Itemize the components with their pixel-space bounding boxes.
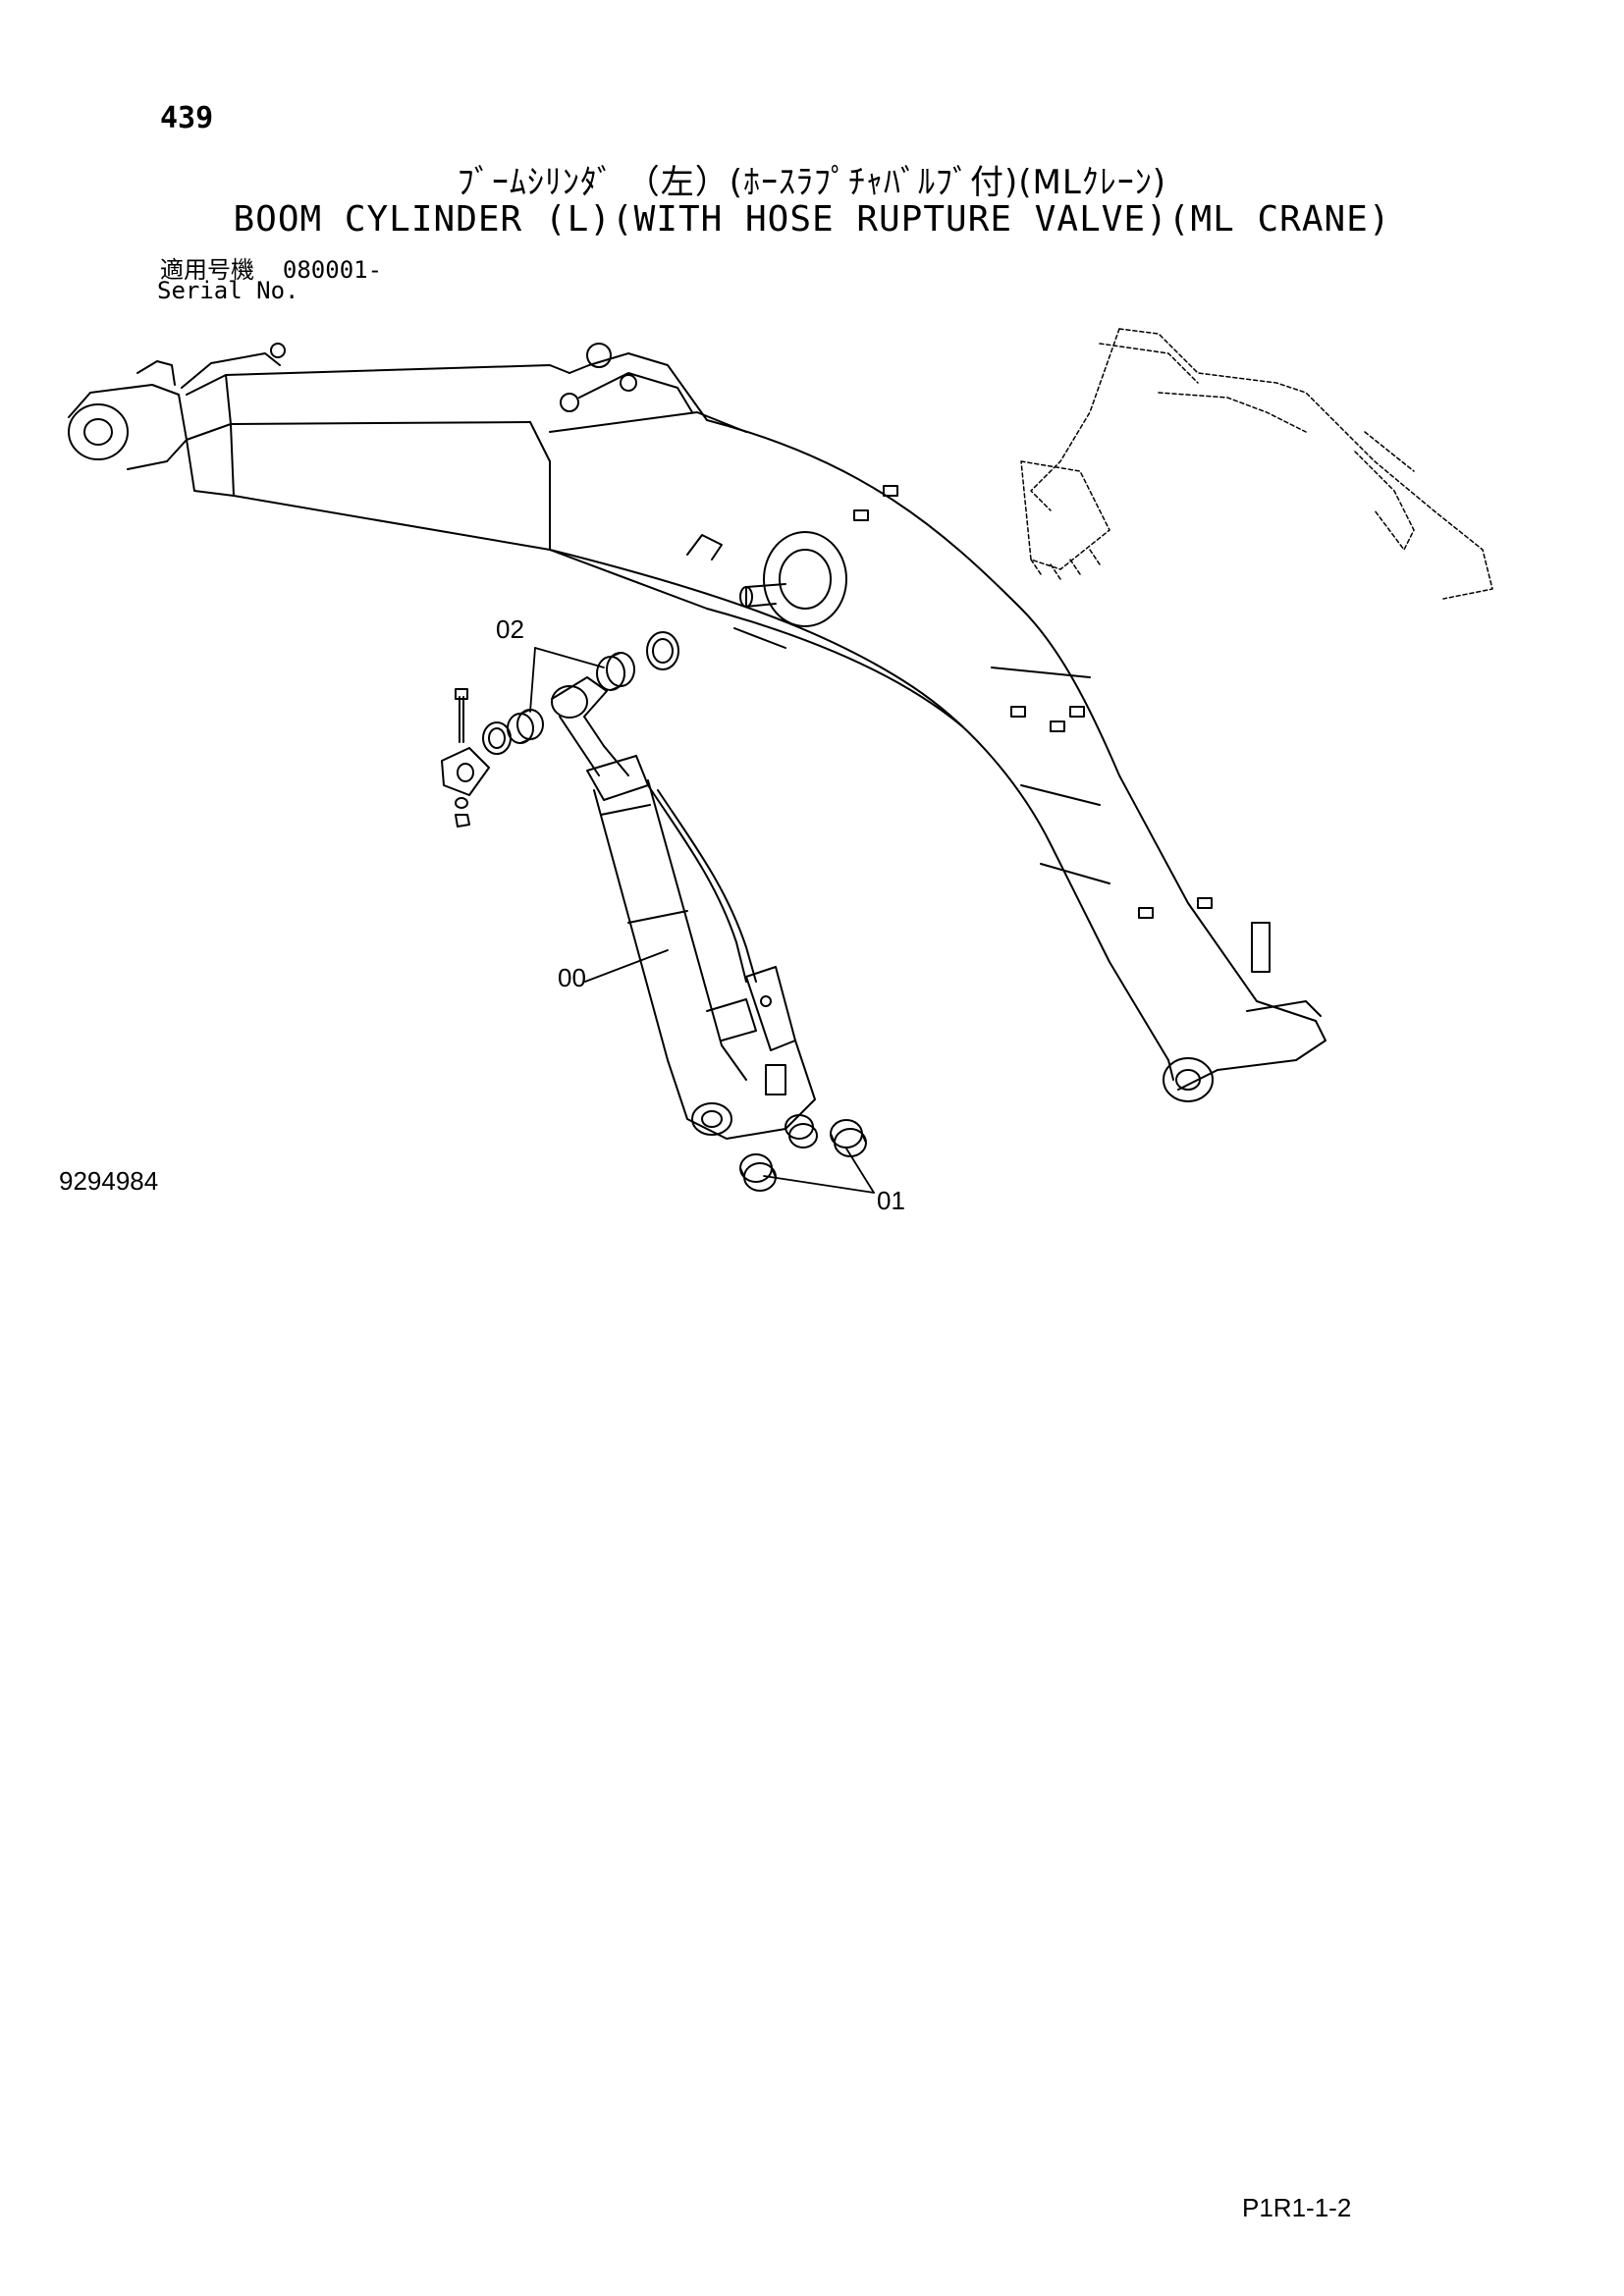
serial-label-english: Serial No. [157, 277, 299, 304]
callout-02: 02 [496, 614, 524, 644]
callout-00: 00 [558, 963, 586, 992]
machine-reference-sketch [1020, 328, 1493, 600]
serial-value: 080001- [282, 256, 383, 284]
boom-arm [68, 343, 1326, 1102]
serial-label-japanese: 適用号機 [160, 256, 254, 284]
page-code: P1R1-1-2 [1242, 2193, 1352, 2222]
leader-lines [529, 647, 875, 1194]
parts-diagram: 02 00 01 [68, 328, 1493, 1215]
bushings-and-shims [441, 631, 867, 1192]
serial-row-japanese: 適用号機 080001- [160, 250, 382, 285]
page-number: 439 [160, 101, 214, 135]
boom-cylinder [551, 676, 816, 1140]
callout-01: 01 [877, 1186, 905, 1215]
drawing-code: 9294984 [59, 1166, 159, 1196]
title-japanese: ﾌﾞｰﾑｼﾘﾝﾀﾞ （左）(ﾎｰｽﾗﾌﾟﾁｬﾊﾞﾙﾌﾞ付)(MLｸﾚｰﾝ) [457, 163, 1167, 202]
title-english: BOOM CYLINDER (L)(WITH HOSE RUPTURE VALV… [233, 199, 1391, 240]
